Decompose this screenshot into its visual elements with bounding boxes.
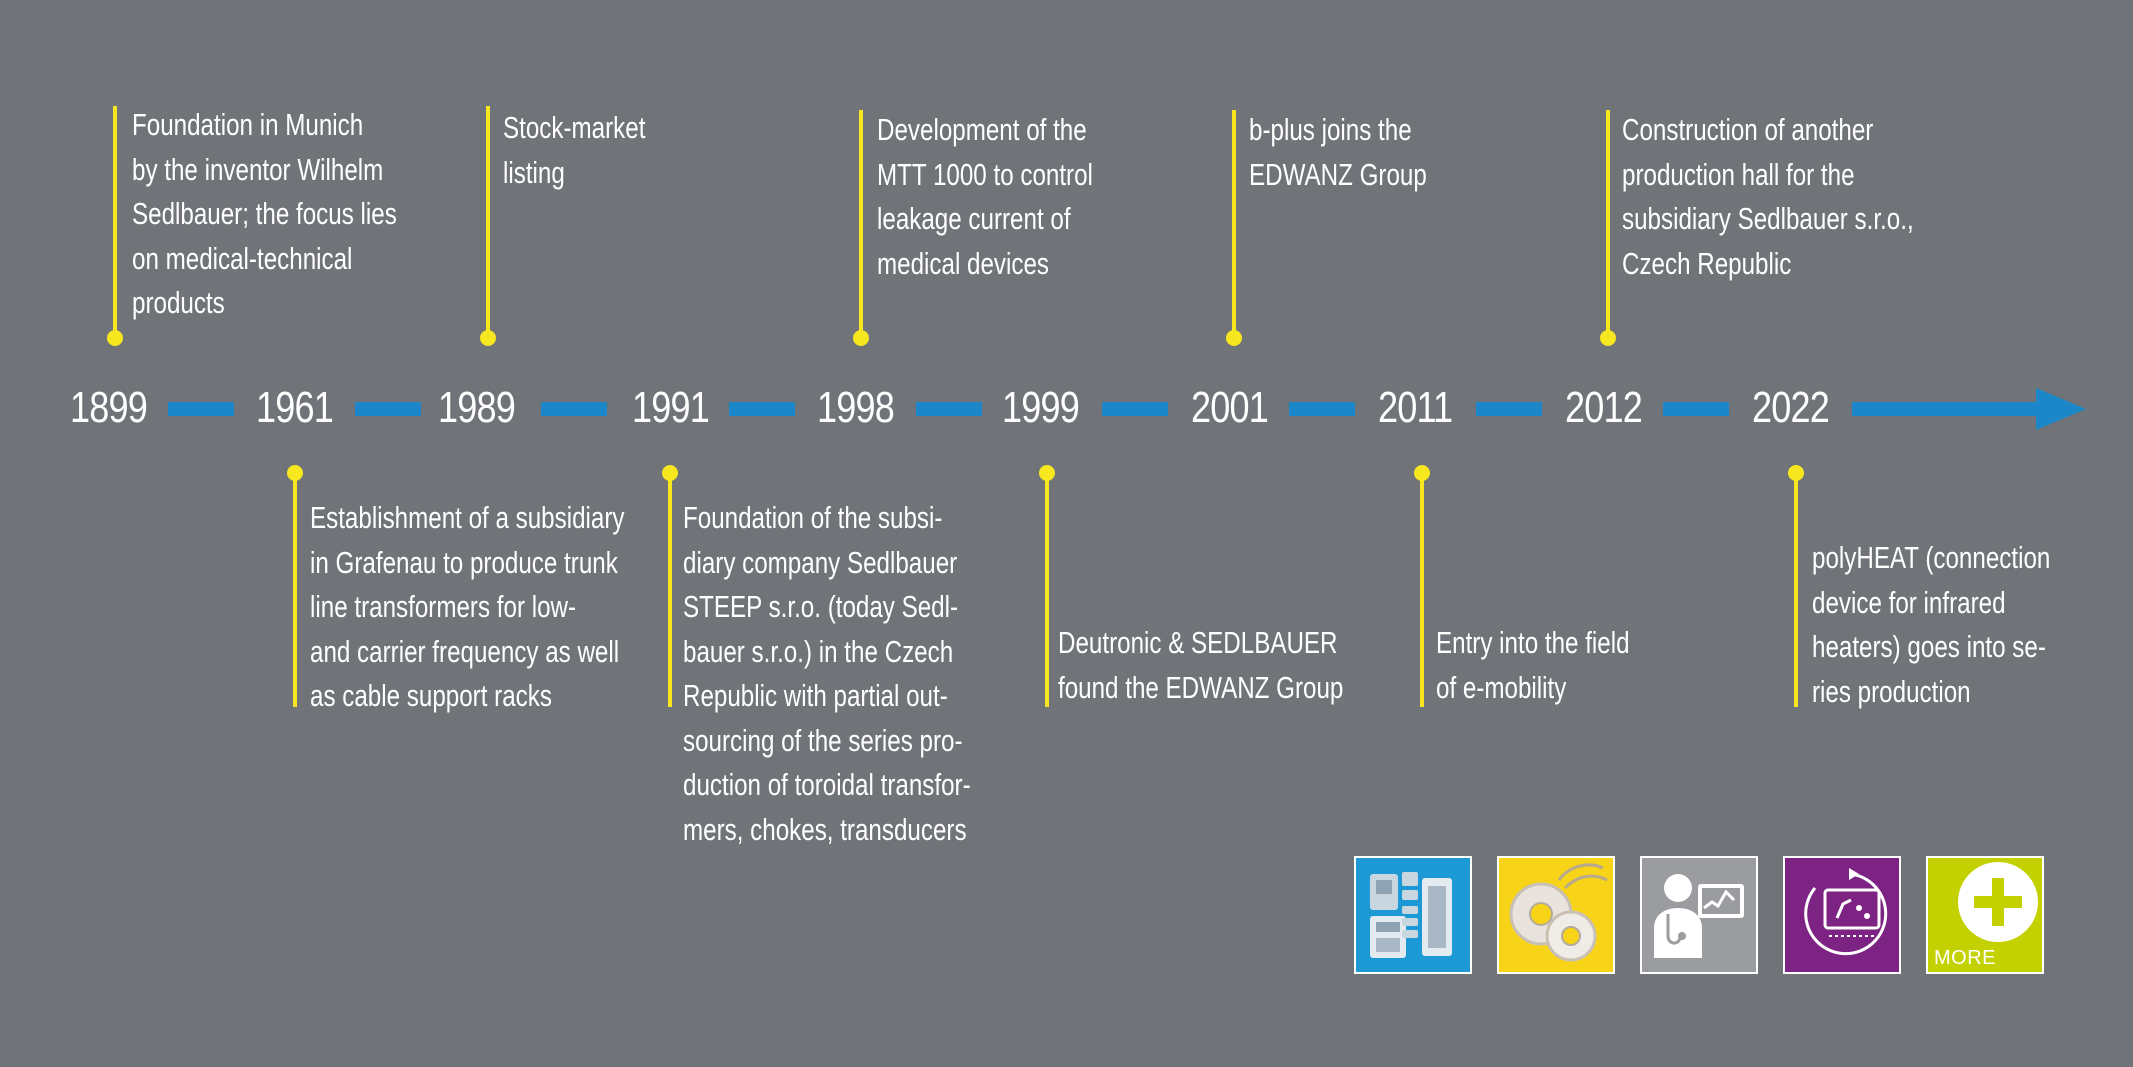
marker-stem — [1232, 110, 1236, 338]
more-button[interactable]: MORE — [1926, 856, 2044, 974]
timeline-dash — [168, 402, 234, 416]
year-1999: 1999 — [1002, 383, 1080, 432]
doctor-monitor-icon — [1654, 874, 1744, 958]
marker-stem — [113, 106, 117, 338]
timeline-dash — [1289, 402, 1355, 416]
event-2022-text: polyHEAT (connection device for infrared… — [1812, 540, 2051, 709]
marker-dot — [107, 330, 123, 346]
timeline-arrow-icon — [1852, 388, 2086, 430]
year-2022: 2022 — [1752, 383, 1830, 432]
event-1998-text: Development of the MTT 1000 to control l… — [877, 112, 1093, 281]
tile-medical[interactable] — [1640, 856, 1758, 974]
marker-stem — [1794, 473, 1798, 707]
tile-coils[interactable] — [1497, 856, 1615, 974]
year-1989: 1989 — [438, 383, 516, 432]
marker-stem — [1606, 110, 1610, 338]
year-2012: 2012 — [1565, 383, 1643, 432]
circuit-board-icon — [1370, 872, 1452, 958]
year-2011: 2011 — [1378, 383, 1453, 432]
tile-automation[interactable] — [1783, 856, 1901, 974]
event-2011-text: Entry into the field of e-mobility — [1436, 625, 1630, 705]
marker-dot — [1226, 330, 1242, 346]
timeline-dash — [729, 402, 795, 416]
event-2012-text: Construction of another production hall … — [1622, 112, 1914, 281]
marker-stem — [1045, 473, 1049, 707]
marker-stem — [1420, 473, 1424, 707]
year-1991: 1991 — [632, 383, 710, 432]
timeline-dash — [1476, 402, 1542, 416]
timeline-dash — [355, 402, 421, 416]
tile-circuit-boards[interactable] — [1354, 856, 1472, 974]
marker-stem — [293, 473, 297, 707]
event-2001-text: b-plus joins the EDWANZ Group — [1249, 112, 1427, 192]
event-1989-text: Stock-market listing — [503, 110, 646, 190]
year-2001: 2001 — [1191, 383, 1269, 432]
event-1999-text: Deutronic & SEDLBAUER found the EDWANZ G… — [1058, 625, 1344, 705]
plus-icon — [1958, 862, 2038, 942]
event-1899-text: Foundation in Munich by the inventor Wil… — [132, 107, 397, 320]
marker-dot — [480, 330, 496, 346]
timeline-dash — [916, 402, 982, 416]
toroidal-coil-icon — [1509, 863, 1608, 962]
marker-stem — [859, 110, 863, 338]
marker-stem — [668, 473, 672, 707]
year-1899: 1899 — [70, 383, 148, 432]
more-label: MORE — [1934, 947, 1996, 969]
marker-stem — [486, 106, 490, 338]
robot-automation-icon — [1804, 868, 1888, 956]
timeline-dash — [1102, 402, 1168, 416]
year-1961: 1961 — [256, 383, 334, 432]
year-1998: 1998 — [817, 383, 895, 432]
timeline-dash — [541, 402, 607, 416]
event-1961-text: Establishment of a subsidiary in Grafena… — [310, 500, 625, 713]
event-1991-text: Foundation of the subsi- diary company S… — [683, 500, 971, 847]
marker-dot — [853, 330, 869, 346]
marker-dot — [1600, 330, 1616, 346]
timeline-dash — [1663, 402, 1729, 416]
